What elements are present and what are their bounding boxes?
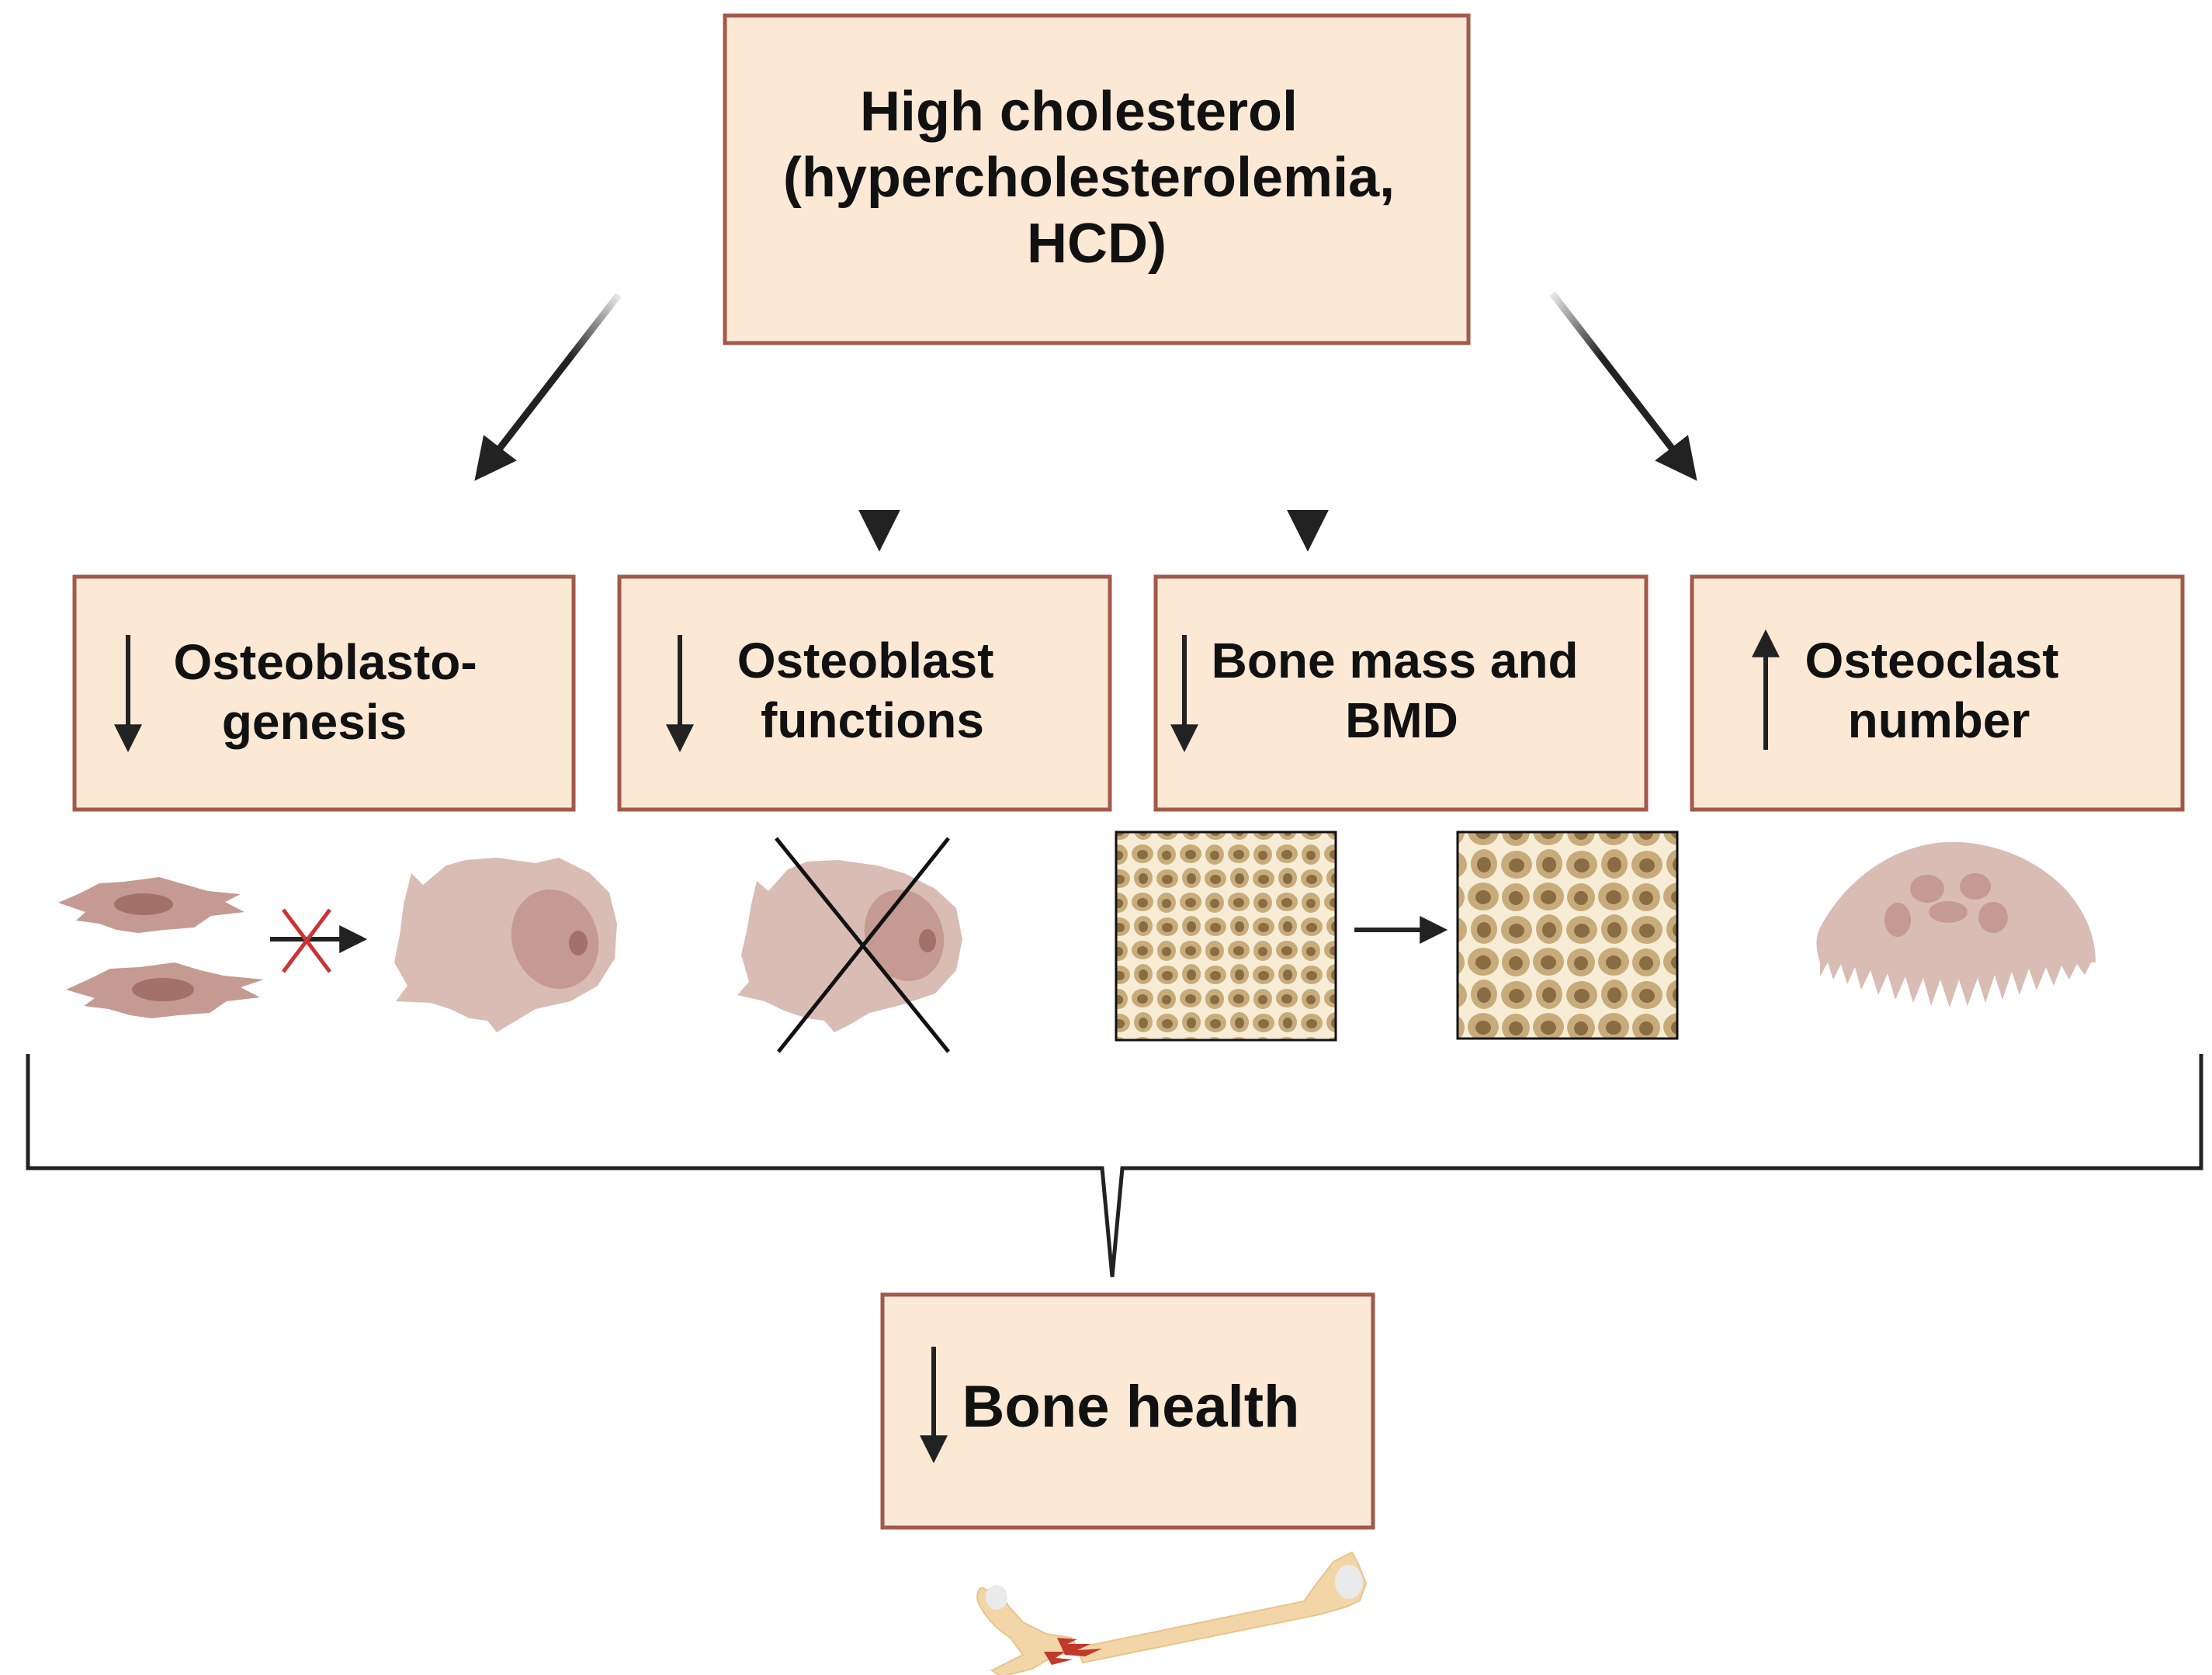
top-box-frame [723, 13, 1471, 345]
effect-label-line-1: Osteoclast [1805, 633, 2058, 688]
osteoblastogenesis-illustration [58, 858, 617, 1032]
effect-label-line-2: BMD [1345, 692, 1458, 748]
effect-label-line-2: number [1848, 692, 2030, 748]
top-box-line-3: HCD) [1027, 213, 1167, 275]
effect-box-bone-mass: Bone mass and BMD [1153, 574, 1649, 812]
top-box: High cholesterol (hypercholesterolemia, … [723, 13, 1471, 345]
svg-text:Osteoblasto- genesis: Osteoblasto- genesis [174, 634, 491, 750]
porous-trabecular-bone-icon [1456, 831, 1679, 1040]
effect-box-frame [1690, 574, 2185, 812]
osteoblast-cell-icon [394, 858, 617, 1032]
effect-box-osteoblast-functions: Osteoblast functions [617, 574, 1112, 812]
effect-label-line-1: Bone mass and [1212, 633, 1579, 688]
svg-text:Bone mass and BMD: Bone mass and BMD [1212, 633, 1593, 748]
effect-box-frame [72, 574, 576, 812]
bottom-box-label: Bone health [962, 1374, 1300, 1440]
svg-text:Osteoblast functions: Osteoblast functions [737, 633, 1008, 748]
dense-trabecular-bone-icon [1115, 831, 1337, 1042]
precursor-cell-icon [58, 877, 264, 1018]
top-box-line-2: (hypercholesterolemia, [783, 147, 1395, 209]
bottom-box-frame [880, 1292, 1375, 1530]
arrow-to-osteoblastogenesis [474, 293, 622, 481]
bottom-box: Bone health [880, 1292, 1375, 1530]
bone-mass-illustration [1115, 831, 1679, 1042]
effect-box-frame [617, 574, 1112, 812]
effect-box-osteoblastogenesis: Osteoblasto- genesis [72, 574, 576, 812]
effect-label-line-1: Osteoblast [737, 633, 994, 688]
svg-text:Osteoclast number: Osteoclast number [1805, 633, 2072, 748]
osteoclast-cell-icon [1816, 841, 2096, 1007]
fractured-femur-icon [976, 1551, 1368, 1675]
arrow-to-osteoclast [1549, 291, 1697, 481]
converging-bracket [26, 1054, 2203, 1278]
effect-label-line-2: genesis [222, 694, 407, 750]
effect-label-line-1: Osteoblasto- [174, 634, 477, 690]
cause-arrows [474, 291, 1697, 552]
effect-label-line-2: functions [761, 692, 984, 748]
blocked-arrow-icon [270, 908, 368, 973]
top-box-line-1: High cholesterol [860, 81, 1298, 143]
svg-text:High cholesterol (hyperc: High cholesterol (hypercholesterolemia, … [783, 81, 1410, 275]
crossed-osteoblast-icon [737, 837, 962, 1053]
effect-box-frame [1153, 574, 1649, 812]
effect-box-osteoclast: Osteoclast number [1690, 574, 2185, 812]
